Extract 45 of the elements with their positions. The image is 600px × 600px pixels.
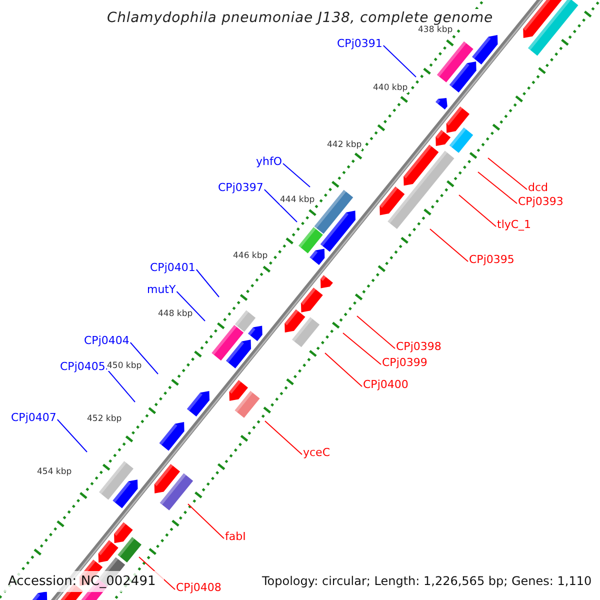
tick-label: 440 kbp <box>373 84 408 92</box>
gene-label: CPj0407 <box>11 412 56 423</box>
leader-line <box>342 332 382 365</box>
tick-label: 438 kbp <box>418 26 453 34</box>
leader-line <box>264 420 302 455</box>
leader-line <box>176 291 206 322</box>
gene-label: fabI <box>225 531 246 542</box>
tick-label: 452 kbp <box>87 415 122 424</box>
gene-label: CPj0399 <box>382 357 428 368</box>
gene-label: CPj0398 <box>396 341 442 352</box>
tick-label: 448 kbp <box>158 310 193 318</box>
gene-label: CPj0408 <box>176 582 222 593</box>
gene-label: CPj0391 <box>337 38 382 49</box>
gene-label: CPj0393 <box>518 196 564 207</box>
leader-line <box>458 194 496 227</box>
gene-label: CPj0397 <box>218 182 264 193</box>
tick-label: 450 kbp <box>107 362 142 370</box>
leader-line <box>430 228 468 262</box>
gene-label: yceC <box>303 447 330 458</box>
leader-line <box>356 316 396 349</box>
leader-line <box>324 352 362 387</box>
tick-label: 442 kbp <box>327 141 362 150</box>
tick-label: 454 kbp <box>37 468 72 476</box>
gene-label: CPj0401 <box>150 262 196 273</box>
leader-line <box>488 158 528 190</box>
gene-label: CPj0405 <box>60 361 106 372</box>
leader-line <box>196 269 220 298</box>
gene-label: CPj0404 <box>84 335 130 346</box>
leader-line <box>264 189 298 222</box>
gene-label: yhfO <box>256 156 282 167</box>
leader-line <box>188 504 224 539</box>
leader-line <box>382 45 416 78</box>
gene-label: mutY <box>147 284 176 295</box>
leader-line <box>282 163 310 188</box>
genome-info-text: Topology: circular; Length: 1,226,565 bp; Genes: 1,110 <box>262 575 592 587</box>
gene-label: CPj0395 <box>469 254 514 265</box>
tick-label: 446 kbp <box>233 252 268 260</box>
leader-line <box>130 342 158 374</box>
tick-label: 444 kbp <box>280 196 315 204</box>
gene-label: dcd <box>528 182 548 193</box>
leader-line <box>478 172 518 204</box>
leader-line <box>56 419 88 452</box>
gene-label: tlyC_1 <box>497 219 532 230</box>
leader-line <box>106 368 136 402</box>
gene-label: CPj0400 <box>363 379 408 390</box>
